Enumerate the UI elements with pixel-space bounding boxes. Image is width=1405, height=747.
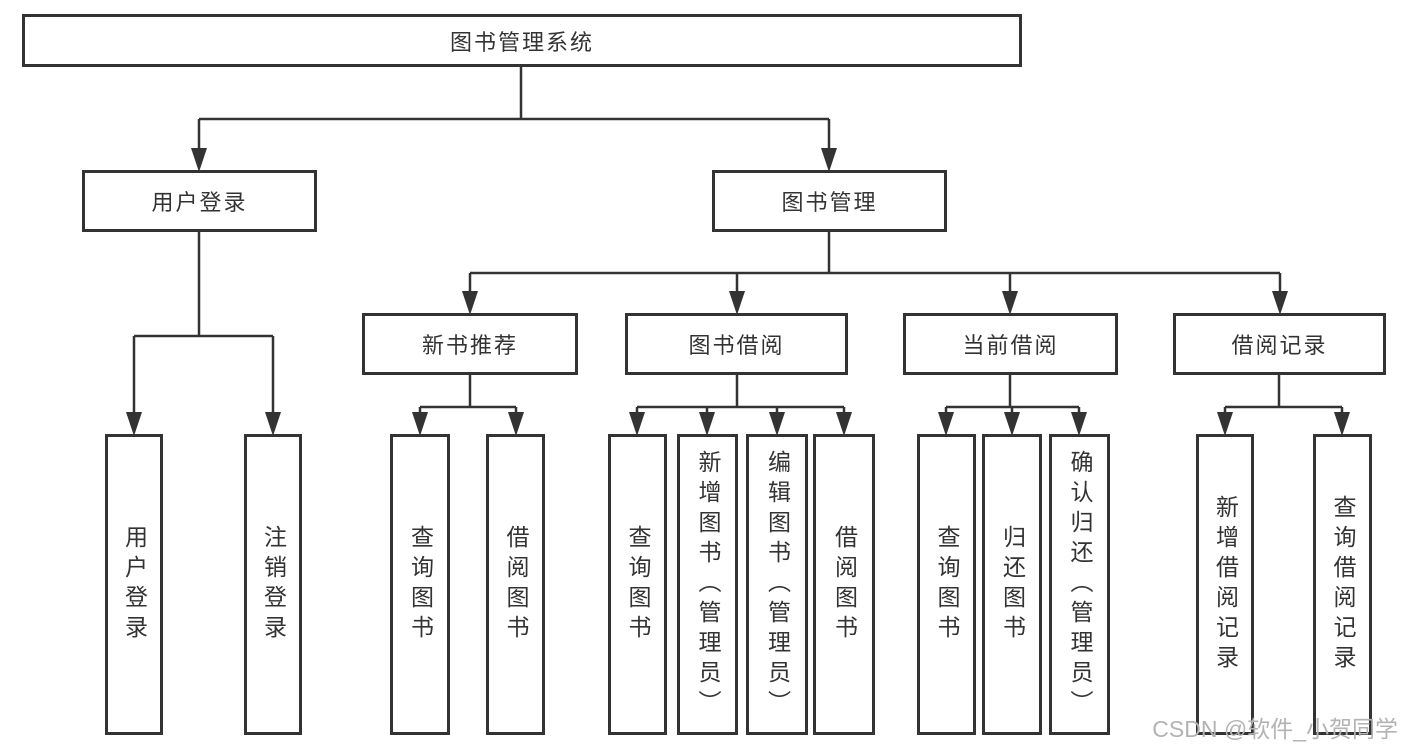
leaf-borrow-books-borrowing: 借阅图书 [813, 434, 875, 735]
arrow-down-icon [1004, 412, 1020, 436]
node-current-borrowing: 当前借阅 [903, 313, 1118, 375]
connector-book-management-children [468, 232, 1282, 293]
leaf-query-books-borrowing: 查询图书 [608, 434, 667, 735]
arrow-down-icon [699, 412, 715, 436]
connector-book-borrowing-children [635, 375, 846, 414]
node-book-borrowing: 图书借阅 [625, 313, 848, 375]
leaf-edit-books-admin: 编辑图书（管理员） [746, 434, 808, 735]
connector-user-login-children [132, 232, 275, 414]
arrow-down-icon [265, 412, 281, 436]
arrow-down-icon [821, 148, 837, 172]
leaf-logout: 注销登录 [244, 434, 302, 735]
connector-current-borrowing-children [944, 375, 1081, 414]
arrow-down-icon [1272, 291, 1288, 315]
arrow-down-icon [938, 412, 954, 436]
leaf-query-books-current: 查询图书 [917, 434, 976, 735]
arrow-down-icon [1002, 291, 1018, 315]
leaf-query-borrow-record: 查询借阅记录 [1313, 434, 1372, 735]
connector-new-book-children [418, 375, 518, 414]
arrow-down-icon [1334, 412, 1350, 436]
connector-borrow-records-children [1223, 375, 1344, 414]
node-book-management: 图书管理 [712, 170, 947, 232]
node-new-book-recommendation: 新书推荐 [362, 313, 578, 375]
csdn-watermark: CSDN @软件_小贺同学 [1152, 716, 1398, 742]
arrow-down-icon [1071, 412, 1087, 436]
node-library-management-system: 图书管理系统 [22, 14, 1022, 67]
leaf-return-books: 归还图书 [982, 434, 1042, 735]
arrow-down-icon [508, 412, 524, 436]
node-user-login: 用户登录 [82, 170, 317, 232]
arrow-down-icon [412, 412, 428, 436]
leaf-add-borrow-record: 新增借阅记录 [1196, 434, 1254, 735]
leaf-confirm-return-admin: 确认归还（管理员） [1049, 434, 1110, 735]
leaf-add-books-admin: 新增图书（管理员） [677, 434, 738, 735]
leaf-user-login: 用户登录 [105, 434, 163, 735]
arrow-down-icon [462, 291, 478, 315]
arrow-down-icon [191, 148, 207, 172]
connector-root-to-level2 [197, 67, 831, 150]
arrow-down-icon [126, 412, 142, 436]
arrow-down-icon [836, 412, 852, 436]
leaf-borrow-books-recommend: 借阅图书 [486, 434, 545, 735]
arrow-down-icon [1217, 412, 1233, 436]
node-borrowing-records: 借阅记录 [1173, 313, 1386, 375]
leaf-query-books-recommend: 查询图书 [390, 434, 450, 735]
arrow-down-icon [629, 412, 645, 436]
arrow-down-icon [769, 412, 785, 436]
arrow-down-icon [729, 291, 745, 315]
